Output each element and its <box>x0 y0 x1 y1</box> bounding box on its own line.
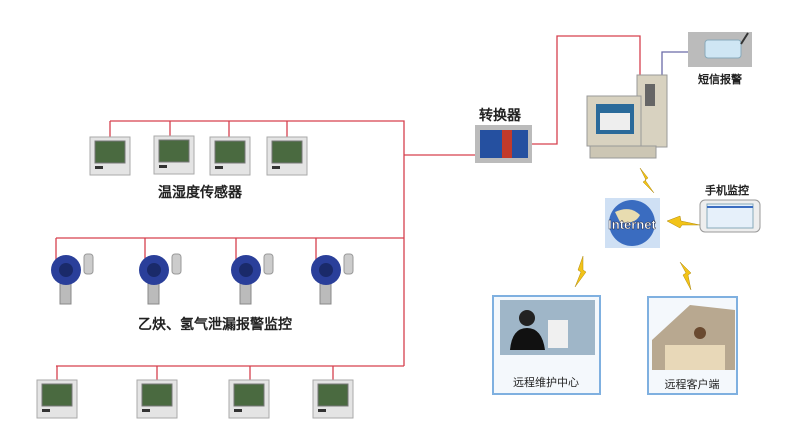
temp-humidity-sensor-label: 温湿度传感器 <box>158 185 242 201</box>
temp-humidity-sensor <box>89 136 131 176</box>
temp-humidity-sensor <box>266 136 308 176</box>
mobile-phone <box>699 199 761 233</box>
temp-humidity-sensor <box>36 379 78 419</box>
converter-device <box>475 125 532 163</box>
internet-text: Internet <box>608 217 656 232</box>
monitoring-pc <box>586 74 668 159</box>
gas-leak-detector <box>51 253 94 305</box>
temp-humidity-sensor <box>136 379 178 419</box>
sms-alarm-label: 短信报警 <box>698 73 742 86</box>
temp-humidity-sensor <box>153 135 195 175</box>
sms-modem <box>688 32 752 67</box>
lightning-icon <box>679 261 692 291</box>
temp-humidity-sensor <box>209 136 251 176</box>
converter-to-pc-wire <box>531 35 641 145</box>
remote-client-image <box>647 296 738 395</box>
wiring <box>55 35 641 380</box>
lightning-icon <box>574 255 587 288</box>
remote-maintenance-center-label: 远程维护中心 <box>513 376 579 389</box>
top-bus <box>56 120 476 367</box>
gas-leak-detector <box>231 253 274 305</box>
remote-maintenance-center-image <box>492 295 601 395</box>
gas-leak-monitor-label: 乙炔、氢气泄漏报警监控 <box>138 317 292 333</box>
mobile-monitor-label: 手机监控 <box>705 184 749 197</box>
lightning-icon <box>666 215 701 229</box>
gas-leak-detector <box>139 253 182 305</box>
lightning-icon <box>639 167 655 194</box>
internet-globe <box>605 198 660 248</box>
sms-wire <box>661 51 688 76</box>
temp-humidity-sensor <box>312 379 354 419</box>
temp-humidity-sensor <box>228 379 270 419</box>
remote-client-label: 远程客户端 <box>664 378 720 391</box>
gas-leak-detector <box>311 253 354 305</box>
converter-label: 转换器 <box>479 108 521 124</box>
